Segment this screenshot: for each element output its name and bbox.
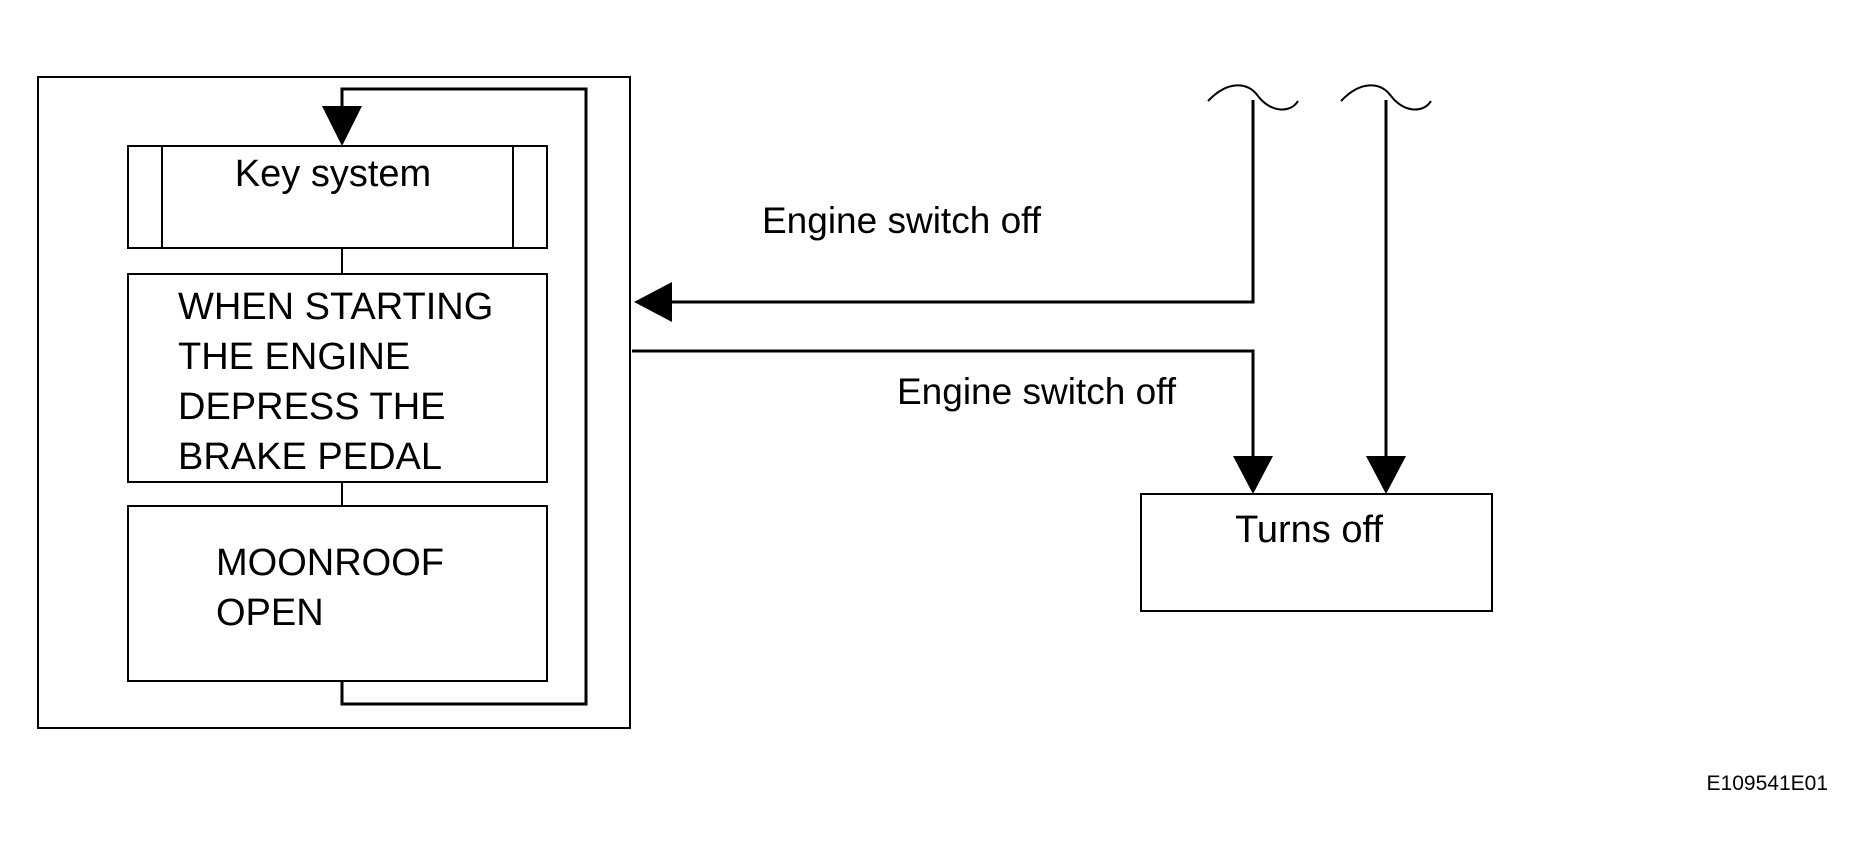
key-system-box — [127, 145, 548, 249]
message-line-2: THE ENGINE — [178, 336, 410, 378]
turns-off-box — [1140, 493, 1493, 612]
moonroof-line-1: MOONROOF — [216, 542, 444, 584]
message-line-1: WHEN STARTING — [178, 286, 493, 328]
engine-switch-off-label-top: Engine switch off — [762, 200, 1042, 241]
start-message-box — [127, 273, 548, 483]
break-mark-left — [1207, 84, 1299, 111]
switch-off-to-display-line — [670, 100, 1255, 304]
moonroof-line-2: OPEN — [216, 592, 324, 634]
break-mark-right — [1340, 84, 1432, 111]
message-line-3: DEPRESS THE — [178, 386, 445, 428]
display-panel-frame — [37, 76, 631, 729]
key-system-label: Key system — [235, 153, 431, 195]
display-to-turns-off-line — [632, 349, 1255, 458]
arrowhead-into-display — [634, 282, 672, 322]
moonroof-message-box — [127, 505, 548, 682]
arrowhead-into-turns-off-left — [1233, 456, 1273, 494]
loop-line — [340, 87, 588, 706]
engine-switch-off-label-bottom: Engine switch off — [897, 371, 1177, 412]
turns-off-label: Turns off — [1235, 509, 1383, 551]
loop-arrowhead — [322, 106, 362, 146]
figure-code: E109541E01 — [1707, 772, 1828, 795]
arrowhead-into-turns-off-right — [1366, 456, 1406, 494]
message-line-4: BRAKE PEDAL — [178, 436, 442, 478]
